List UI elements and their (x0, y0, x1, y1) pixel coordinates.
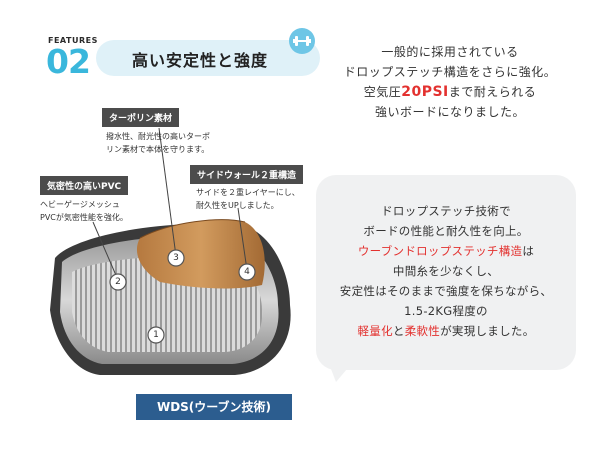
wood-deck (136, 219, 265, 289)
callout-sidewall-desc: サイドを２重レイヤーにし、 耐久性をUPしました。 (196, 186, 300, 212)
bubble-line-1: ドロップステッチ技術で (381, 204, 511, 218)
callout-pvc-desc-1: ヘビーゲージメッシュ (40, 200, 120, 209)
title-pill (96, 40, 320, 76)
marker-1: 1 (147, 326, 165, 344)
bubble-line-4: 中間糸を少なくし、 (392, 264, 500, 278)
intro-line-3-suffix: まで耐えられる (448, 85, 537, 99)
callout-tarpaulin-desc-1: 撥水性、耐光性の高いターポ (106, 132, 210, 141)
leader-line-3 (158, 127, 177, 257)
marker-3: 3 (167, 249, 185, 267)
info-bubble (316, 175, 576, 370)
psi-highlight: 20PSI (401, 84, 449, 100)
callout-sidewall-desc-1: サイドを２重レイヤーにし、 (196, 188, 300, 197)
callout-tarpaulin-desc-2: リン素材で本体を守ります。 (106, 145, 210, 154)
intro-line-3: 空気圧20PSIまで耐えられる (310, 82, 590, 102)
intro-line-4: 強いボードになりました。 (374, 105, 525, 119)
marker-2-label: 2 (115, 277, 121, 287)
wds-label: WDS(ウーブン技術) (136, 394, 292, 420)
bubble-tail (326, 356, 358, 382)
bubble-line-2: ボードの性能と耐久性を向上。 (363, 224, 529, 238)
woven-drop-stitch-highlight: ウーブンドロップステッチ構造 (357, 244, 523, 258)
leader-line-4 (237, 207, 248, 271)
leader-line-2 (92, 221, 119, 281)
bubble-line-7: 軽量化と柔軟性が実現しました。 (316, 321, 576, 341)
bubble-line-7-mid: と (392, 324, 405, 338)
marker-3-label: 3 (173, 253, 179, 263)
deck-edge (139, 219, 246, 239)
features-label: FEATURES (48, 36, 98, 45)
intro-line-2: ドロップステッチ構造をさらに強化。 (343, 65, 557, 79)
intro-line-1: 一般的に採用されている (381, 45, 519, 59)
callout-pvc-title: 気密性の高いPVC (40, 176, 129, 195)
lightweight-highlight: 軽量化 (357, 324, 393, 338)
intro-line-3-prefix: 空気圧 (363, 85, 402, 99)
feature-number: 02 (46, 42, 91, 81)
dumbbell-icon (289, 28, 315, 54)
bubble-line-5: 安定性はそのままで強度を保ちながら、 (339, 284, 553, 298)
intro-text: 一般的に採用されている ドロップステッチ構造をさらに強化。 空気圧20PSIまで… (310, 42, 590, 122)
bubble-line-3: ウーブンドロップステッチ構造は (316, 241, 576, 261)
bubble-line-6: 1.5-2KG程度の (404, 304, 488, 318)
callout-sidewall-desc-2: 耐久性をUPしました。 (196, 201, 279, 210)
marker-2: 2 (109, 273, 127, 291)
callout-sidewall-title: サイドウォール２重構造 (190, 165, 304, 184)
bubble-line-7-suffix: が実現しました。 (440, 324, 535, 338)
flexibility-highlight: 柔軟性 (404, 324, 441, 338)
callout-pvc-desc-2: PVCが気密性能を強化。 (40, 213, 128, 222)
callout-pvc-desc: ヘビーゲージメッシュ PVCが気密性能を強化。 (40, 198, 128, 224)
marker-4: 4 (238, 263, 256, 281)
section-title: 高い安定性と強度 (132, 51, 269, 70)
bubble-text: ドロップステッチ技術で ボードの性能と耐久性を向上。 ウーブンドロップステッチ構… (316, 201, 576, 341)
marker-1-label: 1 (153, 330, 159, 340)
marker-4-label: 4 (244, 267, 250, 277)
callout-tarpaulin-title: ターポリン素材 (102, 108, 180, 127)
callout-tarpaulin-desc: 撥水性、耐光性の高いターポ リン素材で本体を守ります。 (106, 130, 210, 156)
bubble-line-3-suffix: は (522, 244, 535, 258)
